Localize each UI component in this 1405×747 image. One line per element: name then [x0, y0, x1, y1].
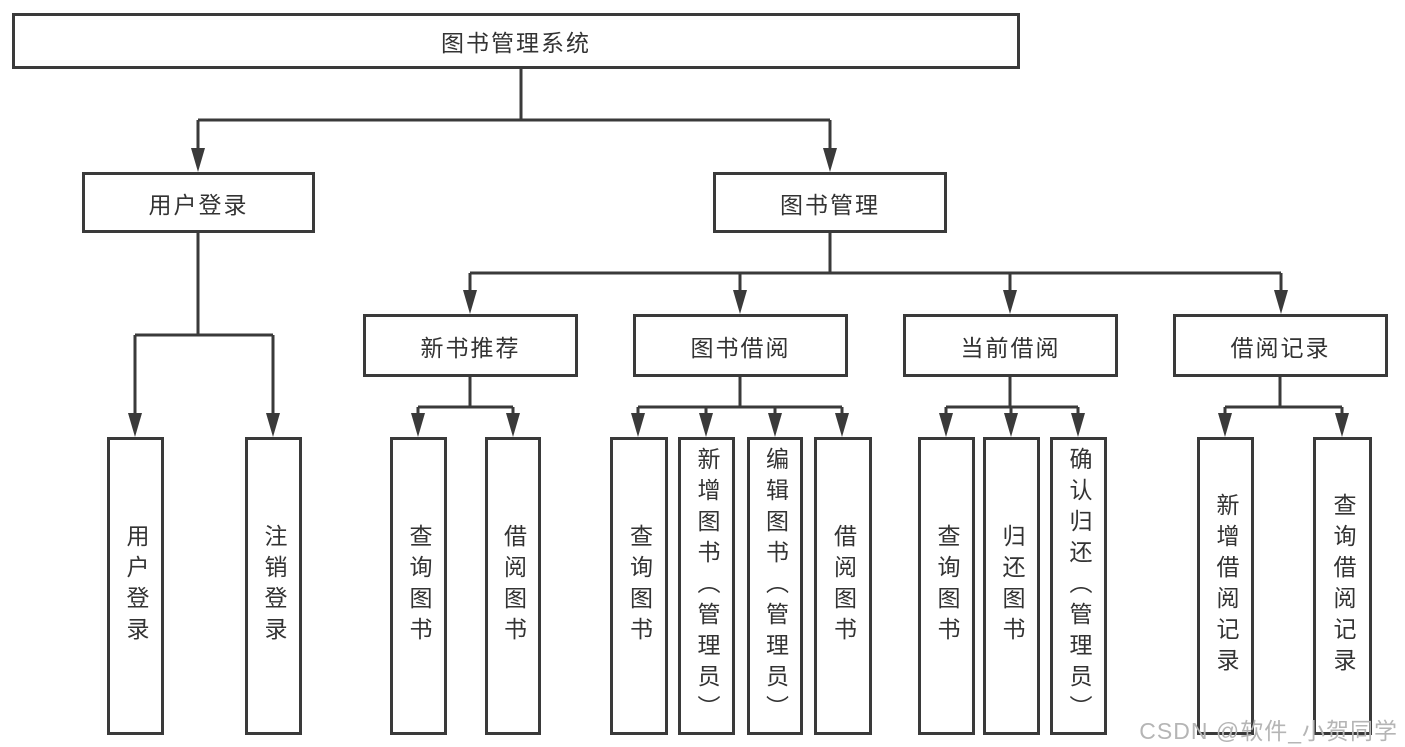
node-borrowing-records-label: 借阅记录	[1230, 334, 1331, 361]
leaf-return-books-label: 归还图书	[999, 524, 1025, 648]
leaf-borrow-books-label: 借阅图书	[830, 524, 857, 648]
node-new-book-recommendation-label: 新书推荐	[420, 334, 521, 361]
leaf-logout: 注销登录	[245, 437, 302, 735]
node-current-borrowing-label: 当前借阅	[960, 334, 1061, 361]
node-user-login-label: 用户登录	[148, 191, 249, 218]
node-root-system: 图书管理系统	[12, 13, 1020, 69]
leaf-query-borrow-record: 查询借阅记录	[1313, 437, 1372, 735]
leaf-query-books-borrow-label: 查询图书	[626, 524, 653, 648]
leaf-borrow-books-recommend: 借阅图书	[485, 437, 541, 735]
leaf-user-login: 用户登录	[107, 437, 164, 735]
node-root-system-label: 图书管理系统	[441, 30, 591, 56]
leaf-query-books-borrow: 查询图书	[610, 437, 668, 735]
leaf-add-book-admin-label: 新增图书（管理员）	[694, 446, 720, 726]
node-borrowing-records: 借阅记录	[1173, 314, 1388, 377]
leaf-query-books-recommend: 查询图书	[390, 437, 447, 735]
node-book-management: 图书管理	[713, 172, 947, 233]
leaf-confirm-return-admin-label: 确认归还（管理员）	[1066, 446, 1092, 726]
leaf-query-borrow-record-label: 查询借阅记录	[1330, 493, 1356, 679]
node-book-borrowing-label: 图书借阅	[690, 334, 791, 361]
leaf-add-borrow-record: 新增借阅记录	[1197, 437, 1254, 735]
leaf-add-borrow-record-label: 新增借阅记录	[1213, 493, 1239, 679]
leaf-confirm-return-admin: 确认归还（管理员）	[1050, 437, 1107, 735]
leaf-query-books-current-label: 查询图书	[934, 524, 960, 648]
node-current-borrowing: 当前借阅	[903, 314, 1118, 377]
leaf-user-login-label: 用户登录	[123, 524, 149, 648]
leaf-edit-book-admin: 编辑图书（管理员）	[747, 437, 803, 735]
node-book-management-label: 图书管理	[780, 191, 880, 218]
leaf-query-books-recommend-label: 查询图书	[406, 524, 432, 648]
leaf-edit-book-admin-label: 编辑图书（管理员）	[762, 446, 789, 726]
leaf-query-books-current: 查询图书	[918, 437, 975, 735]
leaf-logout-label: 注销登录	[261, 524, 287, 648]
leaf-borrow-books: 借阅图书	[814, 437, 872, 735]
watermark: CSDN @软件_小贺同学	[1139, 718, 1398, 744]
node-book-borrowing: 图书借阅	[633, 314, 848, 377]
leaf-return-books: 归还图书	[983, 437, 1040, 735]
node-new-book-recommendation: 新书推荐	[363, 314, 578, 377]
node-user-login: 用户登录	[82, 172, 315, 233]
leaf-borrow-books-recommend-label: 借阅图书	[500, 524, 527, 648]
leaf-add-book-admin: 新增图书（管理员）	[678, 437, 735, 735]
